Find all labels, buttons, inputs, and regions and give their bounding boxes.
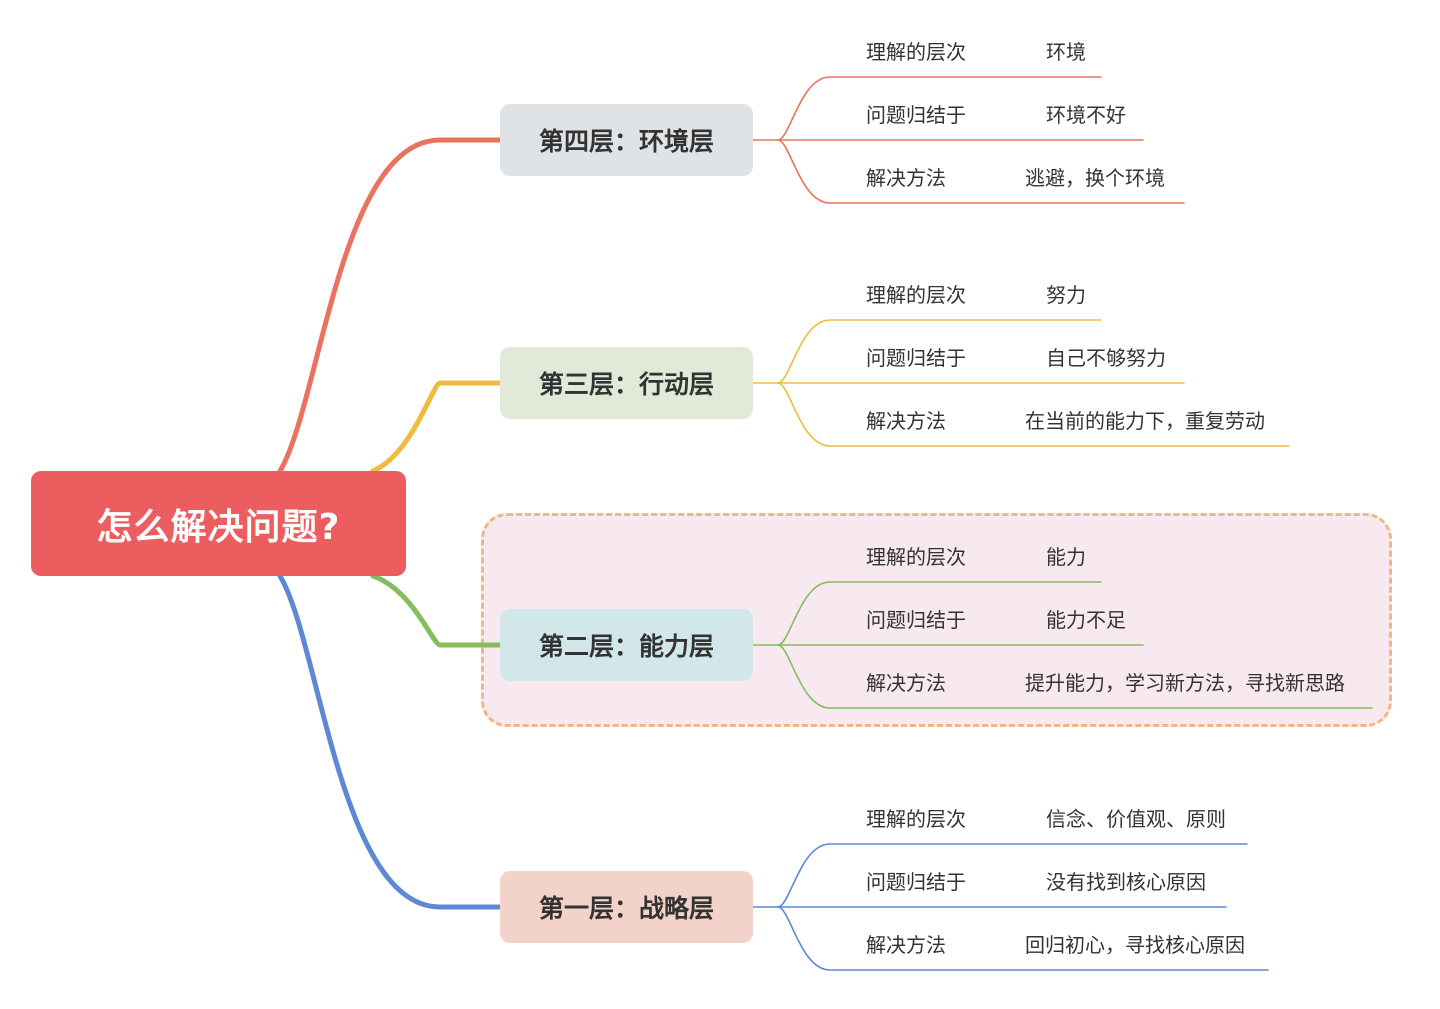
root-node[interactable]: 怎么解决问题?	[31, 471, 406, 576]
branch-node-strategy[interactable]: 第一层：战略层	[500, 871, 753, 943]
branch-title: 第二层：能力层	[538, 632, 714, 661]
branch-title: 第一层：战略层	[538, 894, 714, 923]
leaf-connector	[777, 319, 1102, 384]
leaf-label: 问题归结于	[866, 870, 966, 894]
branch-connector	[370, 380, 503, 474]
leaf-label: 解决方法	[866, 409, 946, 433]
leaf-connector	[777, 581, 1102, 646]
leaf-label: 理解的层次	[866, 807, 966, 831]
leaf-connector	[777, 843, 1248, 908]
leaf-value: 信念、价值观、原则	[1046, 807, 1226, 831]
leaf-value: 自己不够努力	[1046, 346, 1166, 370]
leaf-value: 环境	[1046, 40, 1086, 64]
branch-title: 第四层：环境层	[538, 127, 714, 156]
leaf-value: 逃避，换个环境	[1025, 166, 1165, 190]
leaf-connector	[777, 906, 1269, 971]
branch-connector	[370, 573, 503, 648]
leaf-connector	[777, 382, 1290, 447]
leaf-label: 问题归结于	[866, 608, 966, 632]
leaf-value: 在当前的能力下，重复劳动	[1025, 409, 1265, 433]
leaf-value: 没有找到核心原因	[1046, 870, 1206, 894]
root-label: 怎么解决问题?	[96, 506, 341, 548]
branch-node-environment[interactable]: 第四层：环境层	[500, 104, 753, 176]
leaf-value: 回归初心，寻找核心原因	[1025, 933, 1245, 957]
leaf-label: 解决方法	[866, 671, 946, 695]
leaf-connector	[777, 139, 1185, 204]
leaf-label: 问题归结于	[866, 346, 966, 370]
leaf-value: 努力	[1046, 283, 1086, 307]
branch-title: 第三层：行动层	[538, 370, 714, 399]
leaf-label: 解决方法	[866, 933, 946, 957]
branch-connector	[277, 573, 503, 910]
leaf-label: 理解的层次	[866, 40, 966, 64]
leaf-connector	[777, 644, 1373, 709]
leaf-value: 提升能力，学习新方法，寻找新思路	[1025, 671, 1345, 695]
leaf-connector	[777, 76, 1102, 141]
leaf-label: 解决方法	[866, 166, 946, 190]
leaf-value: 环境不好	[1046, 103, 1126, 127]
leaf-label: 理解的层次	[866, 545, 966, 569]
branch-node-action[interactable]: 第三层：行动层	[500, 347, 753, 419]
leaf-label: 问题归结于	[866, 103, 966, 127]
leaf-value: 能力不足	[1046, 608, 1126, 632]
leaf-value: 能力	[1046, 545, 1086, 569]
branch-node-ability[interactable]: 第二层：能力层	[500, 609, 753, 681]
branch-connector	[277, 137, 503, 474]
leaf-label: 理解的层次	[866, 283, 966, 307]
